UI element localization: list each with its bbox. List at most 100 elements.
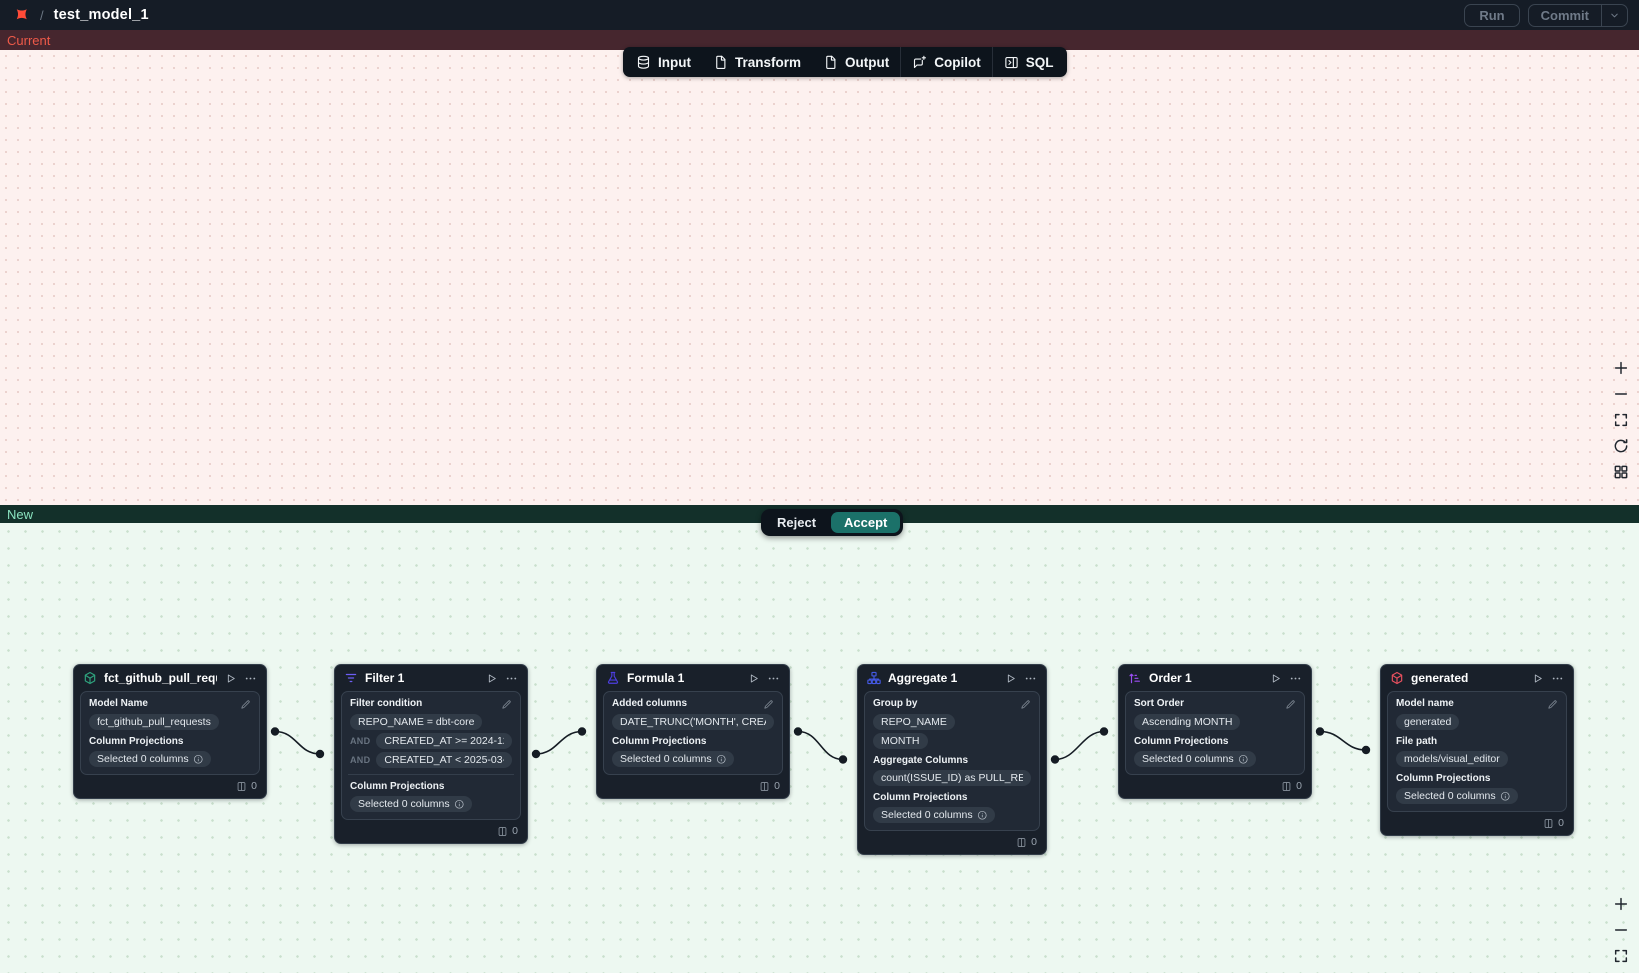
value-pill[interactable]: generated xyxy=(1396,714,1460,730)
pill-text: Selected 0 columns xyxy=(1142,753,1234,765)
node-run-button[interactable] xyxy=(1531,672,1544,685)
value-pill[interactable]: Selected 0 columns xyxy=(89,751,212,767)
node-footer: 0 xyxy=(74,775,266,798)
pill-text: Selected 0 columns xyxy=(97,753,189,765)
section-label: Model Name xyxy=(89,698,251,710)
zoom-in-button[interactable] xyxy=(1609,356,1632,379)
value-pill[interactable]: REPO_NAME xyxy=(873,714,955,730)
toolbar-copilot-button[interactable]: Copilot xyxy=(901,47,992,77)
edit-button[interactable] xyxy=(763,698,774,710)
edit-button[interactable] xyxy=(1020,698,1031,710)
page-title: test_model_1 xyxy=(53,7,149,23)
current-canvas[interactable] xyxy=(0,50,1639,505)
ellipsis-icon xyxy=(505,672,518,685)
zoom-out-button[interactable] xyxy=(1609,382,1632,405)
node-title: generated xyxy=(1411,671,1469,685)
value-pill[interactable]: CREATED_AT < 2025-03-01 xyxy=(376,752,512,768)
info-icon[interactable] xyxy=(977,810,988,821)
value-pill[interactable]: Selected 0 columns xyxy=(1396,788,1519,804)
edit-button[interactable] xyxy=(501,698,512,710)
filter-icon xyxy=(344,671,358,685)
info-icon[interactable] xyxy=(193,754,204,765)
node-run-button[interactable] xyxy=(747,672,760,685)
section-label: Column Projections xyxy=(350,781,445,792)
node-header: Formula 1 xyxy=(597,665,789,690)
node-run-button[interactable] xyxy=(1269,672,1282,685)
value-pill[interactable]: MONTH xyxy=(873,733,928,749)
section-label: Column Projections xyxy=(873,792,968,803)
node-menu-button[interactable] xyxy=(505,672,518,685)
pill-row: Ascending MONTH xyxy=(1134,714,1296,730)
columns-icon xyxy=(1281,781,1292,792)
node-run-button[interactable] xyxy=(1004,672,1017,685)
node-header: Aggregate 1 xyxy=(858,665,1046,690)
commit-dropdown-button[interactable] xyxy=(1601,4,1627,26)
node-title: Aggregate 1 xyxy=(888,671,958,685)
edit-button[interactable] xyxy=(1547,698,1558,710)
info-icon[interactable] xyxy=(1238,754,1249,765)
value-pill[interactable]: Selected 0 columns xyxy=(873,807,996,823)
commit-button[interactable]: Commit xyxy=(1529,5,1601,26)
node-run-button[interactable] xyxy=(485,672,498,685)
node-menu-button[interactable] xyxy=(1289,672,1302,685)
value-pill[interactable]: Ascending MONTH xyxy=(1134,714,1241,730)
run-button[interactable]: Run xyxy=(1464,3,1520,27)
info-icon[interactable] xyxy=(716,754,727,765)
play-icon xyxy=(1531,672,1544,685)
toolbar-sql-button[interactable]: SQL xyxy=(993,47,1065,77)
value-pill[interactable]: DATE_TRUNC('MONTH', CREATED_AT… xyxy=(612,714,774,730)
fit-view-button[interactable] xyxy=(1609,944,1632,967)
value-pill[interactable]: REPO_NAME = dbt-core xyxy=(350,714,483,730)
toolbar-input-label: Input xyxy=(658,54,691,70)
node-fct-github-pull-requests[interactable]: fct_github_pull_requestsModel Namefct_gi… xyxy=(73,664,267,799)
value-pill[interactable]: Selected 0 columns xyxy=(612,751,735,767)
pill-text: Selected 0 columns xyxy=(1404,790,1496,802)
auto-layout-button[interactable] xyxy=(1609,460,1632,483)
dbt-logo-icon[interactable] xyxy=(11,6,30,25)
node-run-button[interactable] xyxy=(224,672,237,685)
ellipsis-icon xyxy=(1024,672,1037,685)
fit-view-button[interactable] xyxy=(1609,408,1632,431)
node-menu-button[interactable] xyxy=(244,672,257,685)
zoom-in-button[interactable] xyxy=(1609,892,1632,915)
pill-text: fct_github_pull_requests xyxy=(97,716,211,728)
node-menu-button[interactable] xyxy=(1024,672,1037,685)
node-header: fct_github_pull_requests xyxy=(74,665,266,690)
zoom-out-button[interactable] xyxy=(1609,918,1632,941)
node-menu-button[interactable] xyxy=(767,672,780,685)
node-footer: 0 xyxy=(858,831,1046,854)
toolbar-output-button[interactable]: Output xyxy=(812,47,900,77)
edit-button[interactable] xyxy=(240,698,251,710)
reject-button[interactable]: Reject xyxy=(764,512,829,533)
value-pill[interactable]: models/visual_editor xyxy=(1396,751,1508,767)
toolbar-transform-button[interactable]: Transform xyxy=(702,47,812,77)
value-pill[interactable]: Selected 0 columns xyxy=(350,796,473,812)
value-pill[interactable]: Selected 0 columns xyxy=(1134,751,1257,767)
edit-button[interactable] xyxy=(1285,698,1296,710)
pill-text: models/visual_editor xyxy=(1404,753,1500,765)
info-icon[interactable] xyxy=(1500,791,1511,802)
info-icon[interactable] xyxy=(454,799,465,810)
play-icon xyxy=(485,672,498,685)
node-menu-button[interactable] xyxy=(1551,672,1564,685)
reset-view-button[interactable] xyxy=(1609,434,1632,457)
pencil-icon xyxy=(1020,699,1031,710)
database-icon xyxy=(636,55,651,70)
value-pill[interactable]: CREATED_AT >= 2024-12-01 xyxy=(376,733,512,749)
value-pill[interactable]: fct_github_pull_requests xyxy=(89,714,219,730)
accept-button[interactable]: Accept xyxy=(831,512,901,533)
pill-row: count(ISSUE_ID) as PULL_REQUEST_… xyxy=(873,770,1031,786)
current-diff-banner: Current xyxy=(0,30,1639,50)
new-canvas[interactable]: fct_github_pull_requestsModel Namefct_gi… xyxy=(0,523,1639,973)
columns-icon xyxy=(1543,818,1554,829)
node-footer: 0 xyxy=(1381,812,1573,835)
value-pill[interactable]: count(ISSUE_ID) as PULL_REQUEST_… xyxy=(873,770,1031,786)
toolbar-input-button[interactable]: Input xyxy=(625,47,702,77)
